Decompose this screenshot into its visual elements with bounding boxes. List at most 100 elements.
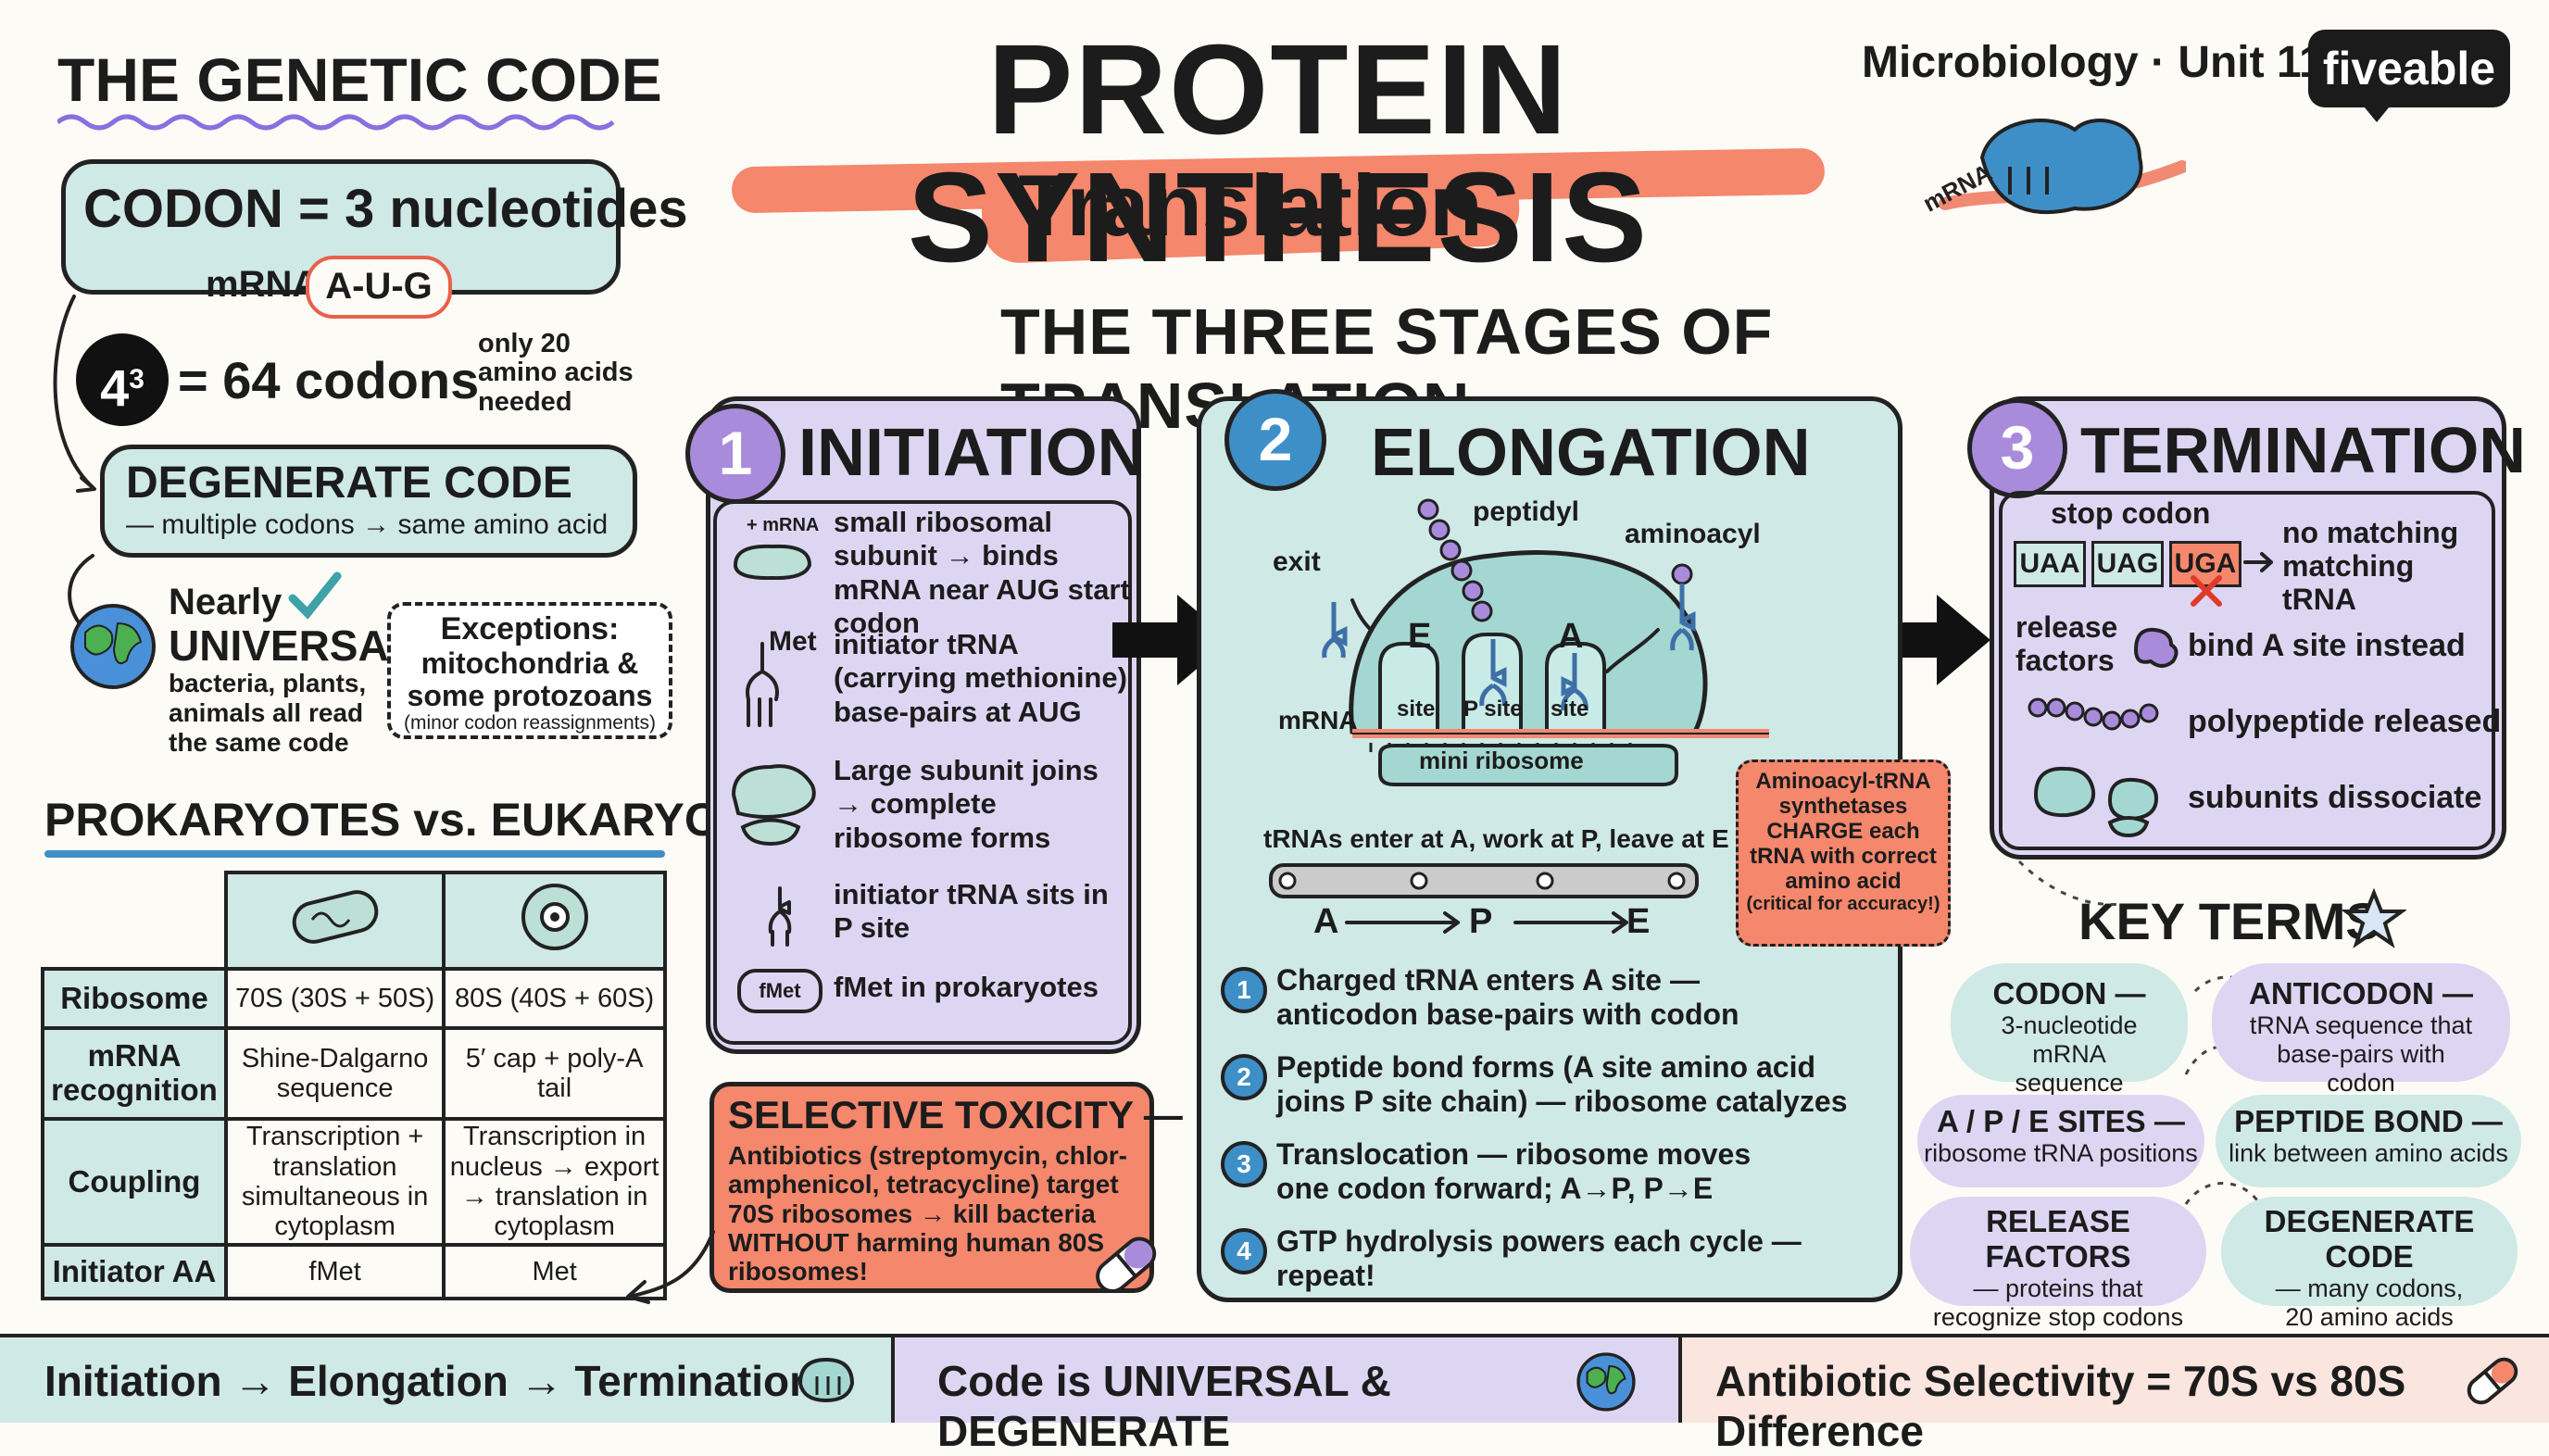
universal-label: UNIVERSAL (169, 621, 415, 670)
bacterium-icon (292, 890, 378, 944)
key-term-title: PEPTIDE BOND — (2234, 1104, 2503, 1138)
initiation-number: 1 (718, 419, 753, 487)
svg-text:mRNA: mRNA (1918, 158, 1996, 218)
elongation-number: 2 (1258, 405, 1293, 473)
pill-icon (1096, 1236, 1157, 1293)
key-term-title: RELEASE FACTORS (1985, 1204, 2131, 1274)
small-subunit-icon (733, 544, 812, 581)
step-number-badge: 4 (1221, 1228, 1267, 1274)
comparison-corner (43, 872, 226, 969)
stop-codon-uag: UAG (2091, 541, 2164, 587)
key-term-title: A / P / E SITES — (1937, 1104, 2185, 1138)
track-p: P (1469, 902, 1493, 941)
key-term-codon: CODON — 3-nucleotide mRNA sequence (1951, 963, 2188, 1097)
degenerate-box (100, 445, 637, 558)
key-term-desc: tRNA sequence that base-pairs with codon (2249, 1010, 2473, 1098)
eukaryote-cell: 5′ cap + poly-A tail (442, 1026, 667, 1121)
footer-bar (0, 1334, 2549, 1426)
key-terms-connectors (2017, 860, 2262, 1205)
row-label: Coupling (41, 1117, 228, 1247)
brand-logo: fiveable (2308, 30, 2510, 107)
key-term-sites: A / P / E SITES — ribosome tRNA position… (1917, 1095, 2204, 1187)
synthetase-note: (critical for accuracy!) (1746, 894, 1940, 915)
initiation-step: Large subunit joins → complete ribosome … (834, 754, 1099, 854)
exceptions-box: Exceptions: mitochondria & some protozoa… (387, 602, 672, 739)
trnas-enter-line: tRNAs enter at A, work at P, leave at E (1263, 824, 1729, 853)
aminoacyl-label: aminoacyl (1625, 519, 1761, 549)
exceptions-note: (minor codon reassignments) (404, 712, 656, 734)
exceptions-title: Exceptions: (440, 611, 620, 646)
eukaryote-cell: Transcription in nucleus → export → tran… (442, 1117, 667, 1247)
comparison-table: Ribosome 70S (30S + 50S) 80S (40S + 60S)… (41, 871, 667, 1300)
step-text: Peptide bond forms (A site amino acid jo… (1276, 1050, 1848, 1118)
genetic-code-arrows (53, 295, 96, 624)
release-factors-label: release factors (2015, 610, 2118, 677)
codon-mrna-prefix: mRNA (206, 264, 320, 305)
comparison-header-row (43, 871, 667, 971)
page-subtitle: Translation (1018, 157, 1483, 254)
genetic-code-squiggle (57, 114, 615, 131)
footer-antibiotic: Antibiotic Selectivity = 70S vs 80S Diff… (1682, 1337, 2549, 1455)
mini-ribosome-label: mini ribosome (1419, 747, 1584, 774)
comparison-row-initiator: Initiator AA fMet Met (41, 1243, 667, 1300)
codon-sequence: A-U-G (325, 266, 433, 307)
synthetase-callout: Aminoacyl-tRNA synthetases CHARGE each t… (1736, 759, 1951, 947)
key-term-desc: link between amino acids (2229, 1138, 2508, 1167)
key-term-degenerate: DEGENERATE CODE — many codons, 20 amino … (2221, 1197, 2518, 1331)
large-subunit-icon (731, 764, 816, 847)
mrna-label: mRNA (1278, 706, 1358, 734)
power-badge: 43 (76, 333, 169, 426)
comparison-row-ribosome: Ribosome 70S (30S + 50S) 80S (40S + 60S) (41, 967, 667, 1030)
comparison-underline (44, 850, 665, 858)
row-label: Initiator AA (41, 1243, 228, 1300)
eukaryote-cell: 80S (40S + 60S) (442, 967, 667, 1030)
course-label: Microbiology · Unit 11.4 (1862, 38, 2361, 87)
ribosome-diagram (1322, 498, 1769, 786)
key-term-desc: 3-nucleotide mRNA sequence (2001, 1010, 2138, 1098)
selective-title: SELECTIVE TOXICITY — (728, 1093, 1183, 1136)
no-matching-trna: no matching matching tRNA (2282, 516, 2459, 616)
prokaryote-cell: Shine-Dalgarno sequence (223, 1026, 446, 1121)
brand-logo-tail (2360, 102, 2393, 122)
p-site-label: P site (1463, 697, 1523, 722)
elongation-title: ELONGATION (1371, 416, 1811, 490)
a-site-word: site (1551, 697, 1589, 722)
ribosome-icon (797, 1357, 855, 1403)
comparison-row-coupling: Coupling Transcription + translation sim… (41, 1117, 667, 1247)
eukaryote-cell: Met (442, 1243, 667, 1300)
brand-logo-text: fiveable (2322, 43, 2496, 94)
initiation-step: small ribosomal subunit → binds mRNA nea… (834, 506, 1130, 639)
footer-universal-text: Code is UNIVERSAL & DEGENERATE (937, 1357, 1391, 1455)
comparison-row-mrna: mRNA recognition Shine-Dalgarno sequence… (41, 1026, 667, 1121)
termination-title: TERMINATION (2080, 414, 2526, 486)
initiator-trna-icon (746, 642, 779, 727)
initiation-step: initiator tRNA sits in P site (834, 878, 1109, 945)
track-arrows (1345, 911, 1628, 934)
only-20-note: only 20 amino acids needed (478, 329, 634, 417)
initiation-number-badge: 1 (685, 404, 785, 504)
key-term-peptide-bond: PEPTIDE BOND — link between amino acids (2216, 1095, 2521, 1187)
step-number-badge: 1 (1221, 967, 1267, 1013)
track-e: E (1626, 902, 1651, 941)
initiation-title: INITIATION (798, 416, 1146, 490)
p-site-trna-icon (768, 886, 792, 947)
step-text: Translocation — ribosome moves one codon… (1276, 1137, 1752, 1205)
power-exponent: 3 (129, 364, 144, 395)
polypeptide-released: polypeptide released (2188, 704, 2502, 739)
synthetase-text: Aminoacyl-tRNA synthetases CHARGE each t… (1750, 769, 1937, 894)
peptidyl-label: peptidyl (1473, 496, 1580, 527)
step-number-badge: 2 (1221, 1054, 1267, 1100)
step-text: GTP hydrolysis powers each cycle — repea… (1276, 1224, 1802, 1292)
step-number: 3 (1237, 1149, 1251, 1178)
exit-label: exit (1273, 546, 1321, 577)
initiation-step: initiator tRNA (carrying methionine) bas… (834, 628, 1127, 728)
stop-codon-label: stop codon (2051, 496, 2211, 530)
key-term-release-factors: RELEASE FACTORS — proteins that recogniz… (1910, 1197, 2206, 1331)
star-icon (2342, 887, 2406, 948)
degenerate-desc: — multiple codons → same amino acid (126, 509, 609, 540)
track-a: A (1313, 902, 1339, 941)
footer-flow-text: Initiation → Elongation → Termination (44, 1357, 816, 1405)
eukaryote-header (442, 871, 667, 971)
termination-number: 3 (2000, 413, 2035, 482)
globe-icon (70, 604, 156, 689)
